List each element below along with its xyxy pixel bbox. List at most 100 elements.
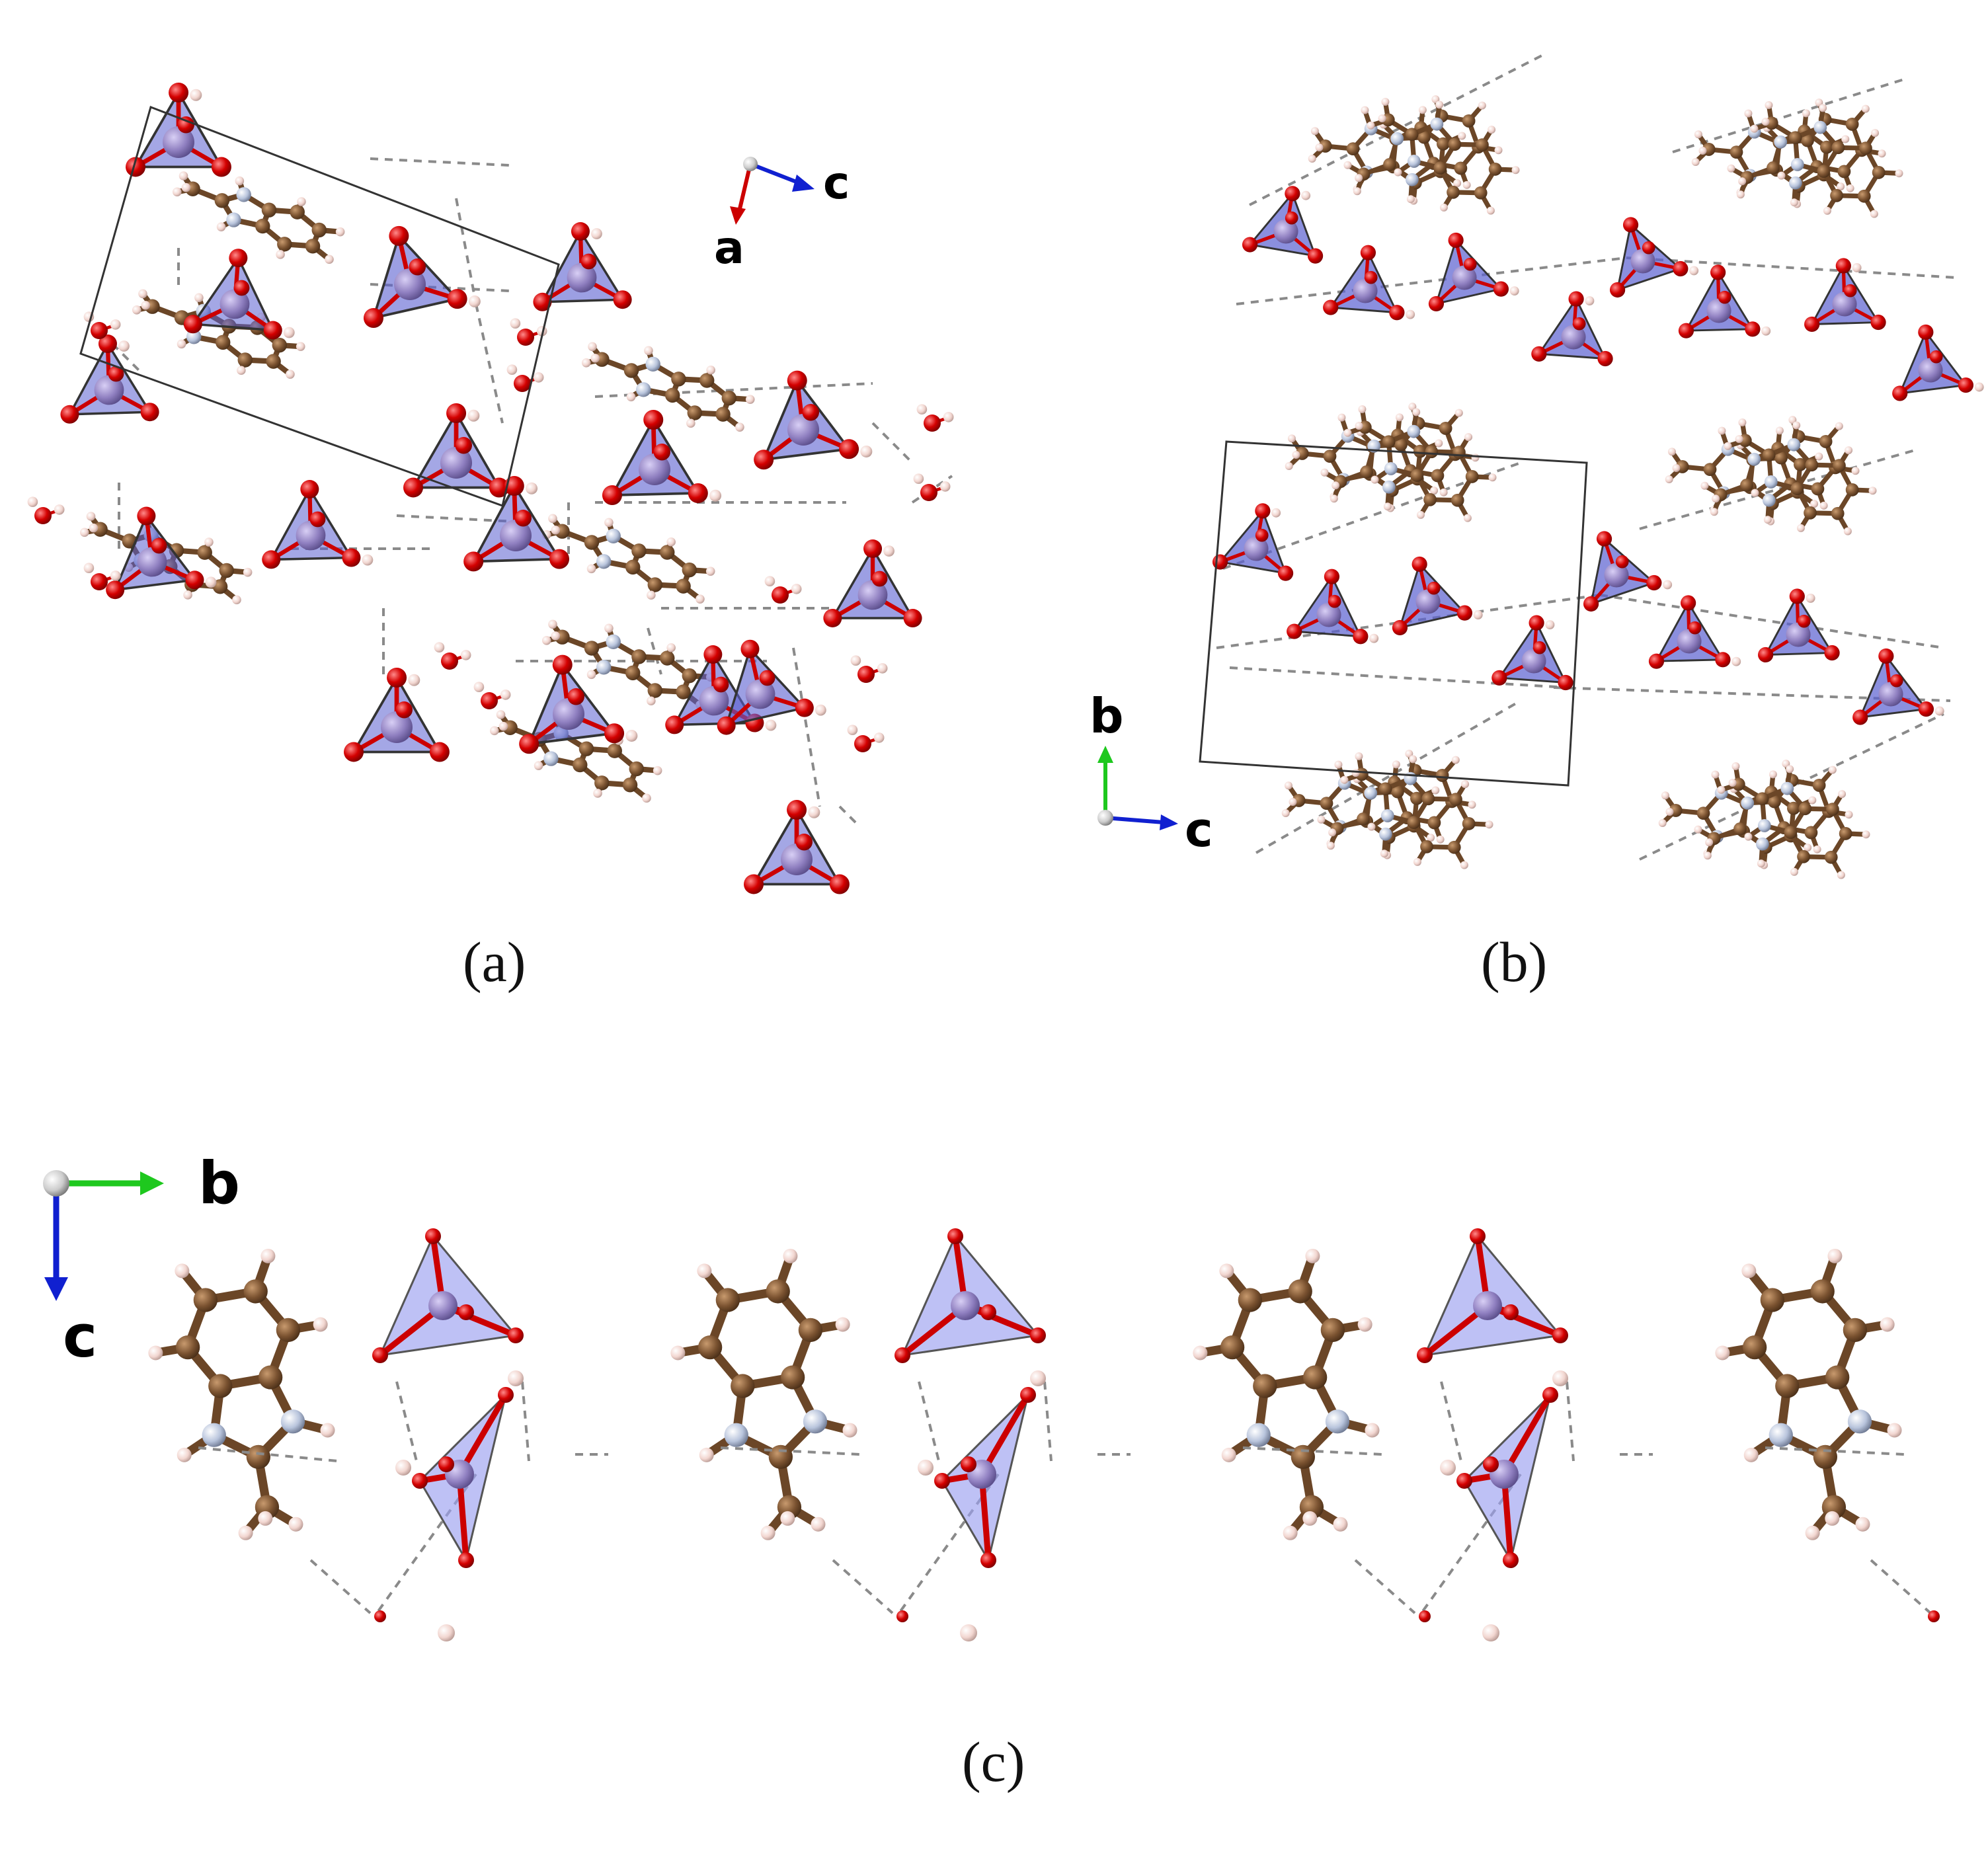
oxygen-atom	[1212, 554, 1228, 570]
carbon-atom	[1804, 826, 1818, 840]
carbon-atom	[1220, 1335, 1245, 1360]
oxygen-atom	[552, 654, 573, 675]
hydrogen-atom	[1471, 454, 1480, 462]
metal-atom	[1918, 358, 1943, 383]
oxygen-atom	[447, 289, 467, 309]
hydrogen-atom	[1718, 426, 1726, 435]
carbon-atom	[1407, 816, 1421, 829]
hydrogen-atom	[1808, 796, 1817, 805]
oxygen-atom	[126, 157, 146, 177]
hydrogen-atom	[1369, 633, 1379, 643]
metal-atom	[1273, 219, 1298, 244]
hydrogen-atom	[960, 1624, 977, 1641]
hydrogen-atom	[1355, 422, 1363, 430]
carbon-atom	[1696, 807, 1710, 820]
carbon-atom	[1831, 506, 1845, 520]
oxygen-atom	[514, 375, 531, 392]
hydrogen-atom	[1381, 97, 1390, 106]
hydrogen-bond	[1672, 78, 1905, 153]
hydrogen-atom	[1871, 129, 1880, 138]
carbon-atom	[1448, 138, 1462, 151]
hydrogen-atom	[1837, 182, 1845, 191]
hydrogen-atom	[1731, 762, 1740, 770]
hydrogen-atom	[1221, 1447, 1236, 1462]
oxygen-atom	[1531, 346, 1547, 362]
oxygen-atom	[1529, 615, 1544, 631]
hydrogen-atom	[498, 721, 508, 731]
water-molecule	[510, 318, 547, 346]
carbon-atom	[305, 239, 321, 254]
axis-label-c: c	[63, 1302, 97, 1370]
carbon-atom	[629, 761, 644, 777]
hydrogen-atom	[183, 590, 192, 600]
metal-atom	[219, 289, 250, 319]
hydrogen-atom	[1765, 100, 1773, 109]
nitrogen-atom	[1762, 493, 1776, 507]
hydrogen-atom	[1667, 448, 1676, 456]
oxygen-atom	[1389, 305, 1405, 321]
carbon-atom	[798, 1318, 823, 1343]
hydrogen-atom	[1343, 428, 1352, 437]
oxygen-atom	[519, 734, 539, 754]
carbon-atom	[1825, 1365, 1850, 1390]
hydrogen-atom	[1715, 1345, 1730, 1361]
tetrahedral-anion	[1609, 217, 1699, 298]
hydrogen-atom	[1371, 475, 1379, 484]
hydrogen-bond	[871, 422, 914, 464]
hydrogen-atom	[1464, 433, 1473, 442]
hydrogen-atom	[1308, 155, 1316, 163]
oxygen-atom	[1642, 241, 1655, 255]
hydrogen-atom	[1460, 861, 1468, 869]
carbon-atom	[1798, 802, 1812, 816]
oxygen-atom	[489, 477, 509, 498]
hydrogen-atom	[1358, 405, 1367, 413]
carbon-atom	[1804, 506, 1817, 520]
nitrogen-atom	[1325, 1409, 1350, 1434]
oxygen-atom	[580, 253, 597, 270]
water-molecule	[473, 682, 511, 709]
carbon-atom	[766, 1279, 790, 1304]
hydrogen-atom	[1705, 838, 1714, 847]
hydrogen-atom	[647, 696, 656, 706]
carbon-atom	[1845, 118, 1859, 131]
hydrogen-atom	[1727, 164, 1735, 173]
hydrogen-atom	[1193, 1345, 1208, 1361]
oxygen-atom	[1392, 619, 1408, 636]
carbon-atom	[214, 193, 230, 208]
tetrahedral-anion	[372, 1228, 524, 1363]
carbon-atom	[731, 1374, 755, 1398]
carbon-atom	[276, 1318, 301, 1343]
hydrogen-atom	[625, 729, 638, 742]
hydrogen-atom	[1302, 1511, 1318, 1526]
hydrogen-atom	[110, 571, 121, 581]
oxygen-atom	[1648, 653, 1665, 669]
oxygen-atom	[1609, 282, 1626, 298]
hydrogen-atom	[496, 710, 506, 719]
hydrogen-atom	[1744, 109, 1753, 118]
hydrogen-atom	[1409, 755, 1417, 764]
carbon-atom	[1288, 1279, 1312, 1304]
hydrogen-bond	[309, 1559, 372, 1614]
carbon-atom	[1767, 161, 1780, 175]
oxygen-atom	[744, 874, 764, 894]
carbon-atom	[1742, 1335, 1767, 1360]
oxygen-atom	[106, 580, 125, 600]
hydrogen-atom	[647, 590, 656, 600]
carbon-atom	[1427, 816, 1441, 830]
hydrogen-atom	[1724, 442, 1732, 450]
hydrogen-atom	[709, 489, 722, 502]
hydrogen-atom	[1861, 104, 1870, 113]
hydrogen-atom	[916, 404, 928, 414]
hydrogen-bond	[1229, 666, 1568, 689]
oxygen-atom	[177, 116, 194, 134]
hydrogen-atom	[1661, 791, 1669, 800]
carbon-atom	[584, 641, 600, 656]
hydrogen-atom	[1367, 822, 1376, 831]
hydrogen-atom	[1365, 1423, 1380, 1438]
carbon-atom	[1423, 493, 1437, 506]
metal-atom	[1706, 298, 1731, 323]
carbon-atom	[1253, 1374, 1277, 1398]
oxygen-atom	[1597, 350, 1613, 367]
oxygen-atom	[1928, 1610, 1940, 1622]
hydrogen-atom	[1494, 146, 1503, 155]
